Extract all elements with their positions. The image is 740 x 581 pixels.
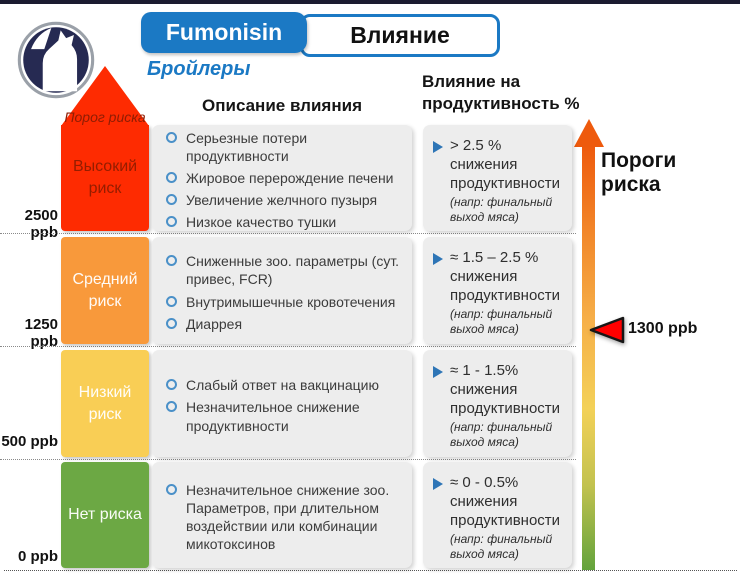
product-title-box: Fumonisin	[141, 12, 307, 53]
list-item: Серьезные потери продуктивности	[164, 129, 404, 165]
description-column-header: Описание влияния	[202, 96, 362, 115]
separator-line	[0, 459, 576, 460]
axis-tick-500ppb: 500 ppb	[1, 433, 58, 450]
impact-note: (напр: финальный выход мяса)	[450, 532, 553, 562]
threshold-scale-arrow-head-icon	[574, 119, 604, 147]
axis-tick-0ppb: 0 ppb	[18, 548, 58, 565]
risk-level-low: Низкий риск	[61, 350, 149, 457]
circle-bullet-icon	[166, 295, 177, 307]
circle-bullet-icon	[166, 255, 177, 267]
impact-text: ≈ 0 - 0.5% снижения продуктивности	[450, 474, 561, 529]
subtitle-broilers: Бройлеры	[147, 58, 251, 80]
list-item: Внутримышечные кровотечения	[164, 293, 404, 311]
list-item: Низкое качество тушки	[164, 213, 404, 231]
risk-level-medium: Средний риск	[61, 237, 149, 344]
risk-level-none-label: Нет риска	[68, 506, 142, 524]
marker-value-label: 1300 ppb	[628, 320, 698, 337]
list-item: Незначительное снижение продуктивности	[164, 398, 404, 434]
risk-threshold-label: Порог риска	[64, 109, 146, 125]
list-item: Незначительное снижение зоо. Параметров,…	[164, 481, 404, 554]
influence-column-header: Влияние на продуктивность %	[422, 72, 580, 114]
impact-card-none: ≈ 0 - 0.5% снижения продуктивности (напр…	[423, 462, 572, 568]
risk-arrow-head-icon	[61, 66, 149, 126]
impact-note: (напр: финальный выход мяса)	[450, 195, 553, 225]
description-card-medium: Сниженные зоо. параметры (сут. привес, F…	[152, 237, 412, 344]
arrow-chevron-bullet-icon	[433, 366, 443, 378]
risk-level-low-label: Низкий риск	[78, 383, 132, 423]
circle-bullet-icon	[166, 379, 177, 391]
impact-text: ≈ 1.5 – 2.5 % снижения продуктивности	[450, 249, 561, 304]
arrow-chevron-bullet-icon	[433, 253, 443, 265]
list-item: Диаррея	[164, 315, 404, 333]
risk-level-medium-label: Средний риск	[72, 270, 138, 310]
circle-bullet-icon	[166, 171, 177, 183]
list-item: Сниженные зоо. параметры (сут. привес, F…	[164, 252, 404, 288]
arrow-chevron-bullet-icon	[433, 478, 443, 490]
description-card-none: Незначительное снижение зоо. Параметров,…	[152, 462, 412, 568]
impact-note: (напр: финальный выход мяса)	[450, 420, 553, 450]
section-title: Влияние	[350, 22, 450, 48]
list-item: Жировое перерождение печени	[164, 169, 404, 187]
impact-card-medium: ≈ 1.5 – 2.5 % снижения продуктивности (н…	[423, 237, 572, 344]
impact-text: ≈ 1 - 1.5% снижения продуктивности	[450, 362, 561, 417]
left-triangle-marker-icon	[588, 315, 626, 350]
list-item: Увеличение желчного пузыря	[164, 191, 404, 209]
circle-bullet-icon	[166, 194, 177, 206]
threshold-scale-gradient-bar	[582, 146, 595, 570]
circle-bullet-icon	[166, 483, 177, 495]
section-title-box: Влияние	[300, 14, 500, 57]
description-card-low: Слабый ответ на вакцинацию Незначительно…	[152, 350, 412, 457]
separator-line	[0, 346, 576, 347]
risk-level-none: Нет риска	[61, 462, 149, 568]
risk-level-high-label: Высокий риск	[72, 158, 138, 197]
description-card-high: Серьезные потери продуктивности Жировое …	[152, 125, 412, 231]
circle-bullet-icon	[166, 131, 177, 143]
impact-note: (напр: финальный выход мяса)	[450, 307, 553, 337]
thresholds-title: Пороги риска	[601, 149, 677, 196]
top-border-bar	[0, 0, 740, 4]
circle-bullet-icon	[166, 401, 177, 413]
risk-level-high: Высокий риск	[61, 125, 149, 231]
circle-bullet-icon	[166, 317, 177, 329]
impact-text: > 2.5 % снижения продуктивности	[450, 137, 561, 192]
separator-line	[0, 233, 576, 234]
product-title: Fumonisin	[165, 19, 283, 45]
impact-card-low: ≈ 1 - 1.5% снижения продуктивности (напр…	[423, 350, 572, 457]
circle-bullet-icon	[166, 216, 177, 228]
list-item: Слабый ответ на вакцинацию	[164, 376, 404, 394]
axis-tick-2500ppb: 2500 ppb	[24, 207, 58, 241]
baseline	[4, 570, 737, 571]
axis-tick-1250ppb: 1250 ppb	[24, 316, 58, 350]
impact-card-high: > 2.5 % снижения продуктивности (напр: ф…	[423, 125, 572, 231]
arrow-chevron-bullet-icon	[433, 141, 443, 153]
